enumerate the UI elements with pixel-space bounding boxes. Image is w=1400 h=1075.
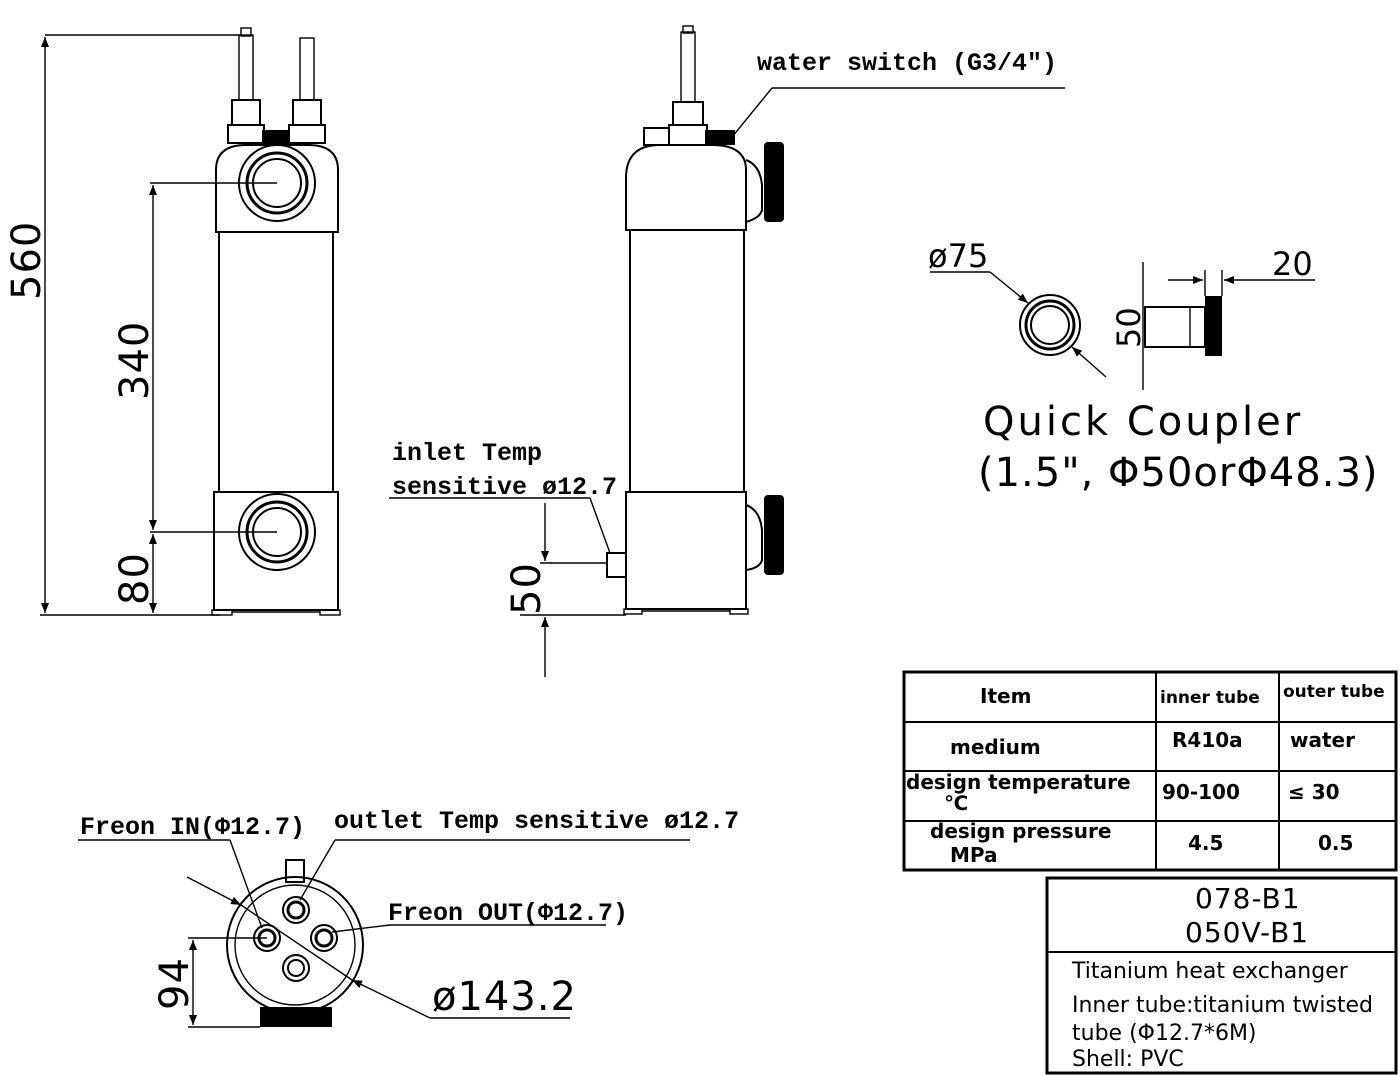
spec-table: Item inner tube outer tube medium R410a …	[902, 670, 1398, 872]
coupler-title: Quick Coupler	[983, 399, 1303, 445]
freon-out-label: Freon OUT(Φ12.7)	[388, 899, 628, 928]
title-code-1: 078-B1	[1195, 882, 1301, 915]
side-dim-inlet: 50	[504, 562, 550, 615]
coupler-dim-height: 50	[1110, 307, 1148, 348]
front-dim-ports: 340	[112, 321, 158, 400]
table-row-medium-inner: R410a	[1172, 728, 1243, 752]
side-view: water switch (G3/4") inlet Temp sensitiv…	[389, 25, 1065, 677]
outlet-sensor-label: outlet Temp sensitive ø12.7	[334, 807, 739, 836]
table-header-item: Item	[980, 684, 1031, 708]
inlet-label-line2: sensitive ø12.7	[392, 473, 617, 502]
table-header-outer: outer tube	[1283, 682, 1385, 702]
front-dim-base: 80	[112, 552, 158, 605]
inlet-label-line1: inlet Temp	[392, 439, 542, 468]
title-code-2: 050V-B1	[1185, 916, 1309, 949]
water-switch-label: water switch (G3/4")	[757, 49, 1057, 78]
table-row-temp-item: design temperature	[906, 770, 1131, 794]
table-row-medium-outer: water	[1290, 728, 1355, 752]
table-row-medium-item: medium	[950, 735, 1041, 759]
table-row-pressure-unit: MPa	[950, 843, 998, 867]
title-block: 078-B1 050V-B1 Titanium heat exchanger I…	[1045, 876, 1398, 1075]
title-desc-4: Shell: PVC	[1072, 1047, 1184, 1072]
table-row-temp-outer: ≤ 30	[1288, 780, 1340, 804]
top-view: Freon IN(Φ12.7) outlet Temp sensitive ø1…	[78, 807, 739, 1028]
coupler-dim-diameter: ø75	[928, 237, 988, 275]
top-dim-diameter: ø143.2	[432, 974, 577, 1020]
table-row-temp-inner: 90-100	[1162, 780, 1240, 804]
table-row-pressure-inner: 4.5	[1188, 831, 1223, 855]
coupler-dim-width: 20	[1272, 245, 1313, 283]
quick-coupler: ø75 50 20 Quick Coupler (1.5", Φ50orΦ48.…	[928, 237, 1379, 496]
top-dim-offset: 94	[152, 957, 198, 1010]
front-view: 560 340 80	[4, 27, 341, 616]
freon-in-label: Freon IN(Φ12.7)	[80, 813, 305, 842]
table-row-pressure-outer: 0.5	[1318, 831, 1353, 855]
coupler-spec: (1.5", Φ50orΦ48.3)	[978, 450, 1379, 496]
table-row-temp-unit: ℃	[944, 791, 968, 815]
title-desc-3: tube (Φ12.7*6M)	[1072, 1021, 1257, 1046]
front-dim-overall: 560	[4, 221, 50, 300]
title-desc-2: Inner tube:titanium twisted	[1072, 993, 1373, 1018]
title-desc-1: Titanium heat exchanger	[1071, 959, 1349, 984]
table-header-inner: inner tube	[1160, 688, 1260, 708]
table-row-pressure-item: design pressure	[930, 819, 1111, 843]
